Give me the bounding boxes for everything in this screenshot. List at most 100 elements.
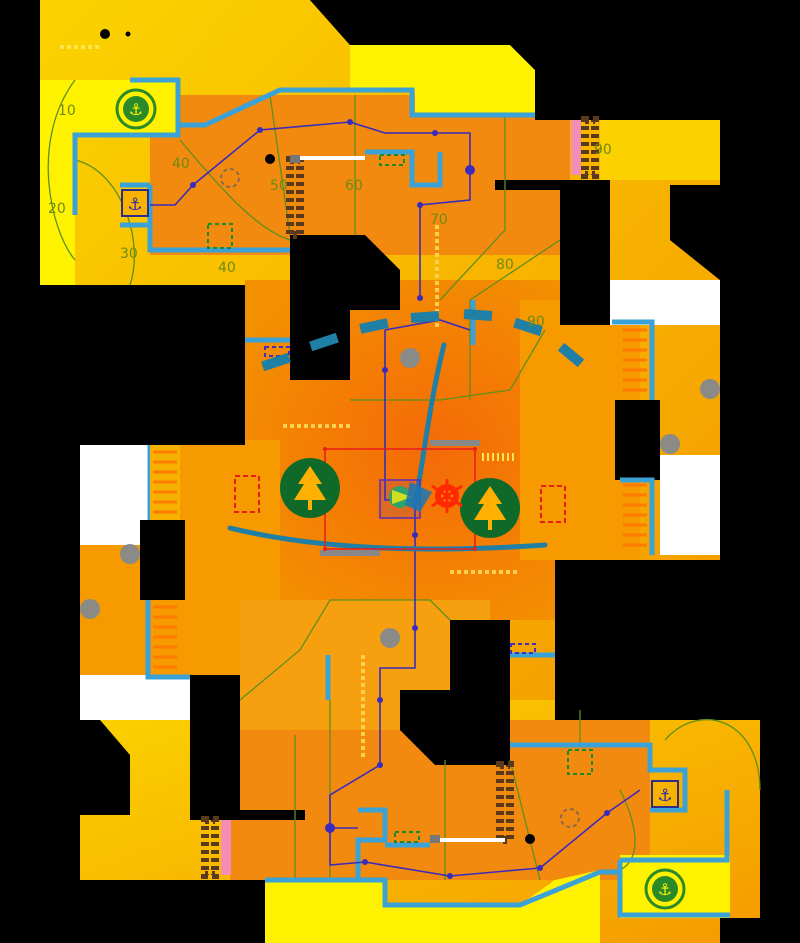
- wall-segment: [178, 87, 535, 128]
- black-dots: [100, 29, 535, 844]
- resource-node: [120, 544, 140, 564]
- spawn-marker: [207, 223, 233, 249]
- void-block: [190, 810, 305, 820]
- scout-icon[interactable]: [389, 482, 432, 512]
- target-ring: [220, 168, 240, 188]
- wall-segment: [72, 77, 181, 215]
- void-block: [400, 620, 510, 765]
- barricade: [557, 342, 585, 368]
- resource-nodes: [80, 348, 720, 648]
- blue-marker: [510, 643, 536, 654]
- void-block: [615, 400, 660, 480]
- anchor-square-icon[interactable]: ⚓: [121, 189, 149, 217]
- contours: [47, 79, 761, 881]
- contour-label: 90: [594, 142, 612, 158]
- contour-label: 10: [58, 103, 76, 119]
- crab-icon[interactable]: [431, 479, 463, 513]
- dot: [525, 834, 535, 844]
- lane-node: [325, 823, 335, 833]
- contour-label: 30: [120, 246, 138, 262]
- anchor-square-icon[interactable]: ⚓: [651, 780, 679, 808]
- contour-line: [469, 239, 561, 400]
- lane-paths: [150, 121, 641, 877]
- barricade: [410, 311, 440, 323]
- trail: [227, 525, 548, 552]
- wall-segment: [147, 185, 290, 253]
- lane-node: [417, 295, 423, 301]
- lane-node: [417, 202, 423, 208]
- gray-bar: [430, 835, 440, 843]
- lane-path: [384, 319, 471, 331]
- void-block: [80, 720, 130, 815]
- anchor-ring-icon[interactable]: ⚓: [115, 88, 157, 130]
- contour-label: 50: [270, 178, 288, 194]
- contour-label: 60: [345, 178, 363, 194]
- resource-node: [380, 628, 400, 648]
- ramp-stripes: [153, 328, 647, 669]
- objective-corners: [323, 447, 477, 551]
- void-block: [40, 285, 245, 445]
- lane-nodes: [190, 119, 610, 879]
- svg-text:⚓: ⚓: [129, 100, 143, 119]
- resource-node: [80, 599, 100, 619]
- barricades: [261, 309, 585, 372]
- spawn-marker: [567, 749, 593, 775]
- svg-text:⚓: ⚓: [127, 195, 142, 215]
- void-block: [0, 0, 80, 943]
- pine-tree-icon[interactable]: [460, 478, 520, 538]
- contour-label: 40: [172, 156, 190, 172]
- wall-segment: [355, 807, 388, 880]
- resource-node: [400, 348, 420, 368]
- lane-node: [347, 119, 353, 125]
- void-block: [140, 520, 185, 600]
- wall-segment: [365, 149, 443, 188]
- pine-tree-icon[interactable]: [280, 458, 340, 518]
- lane-path: [150, 121, 471, 300]
- lane-node: [257, 127, 263, 133]
- void-block: [310, 0, 800, 120]
- wall-segment: [265, 869, 620, 908]
- anchor-ring-icon[interactable]: ⚓: [644, 868, 686, 910]
- barricade: [513, 317, 543, 337]
- terrain: [40, 0, 760, 943]
- lane-node: [377, 697, 383, 703]
- pink-strip: [221, 820, 231, 875]
- lane-node: [412, 532, 418, 538]
- contour-line: [664, 718, 761, 791]
- void-block: [560, 180, 610, 325]
- void-block: [80, 880, 265, 943]
- resource-node: [700, 379, 720, 399]
- lane-node: [377, 762, 383, 768]
- plateau-w: [80, 445, 150, 545]
- spawn-marker: [379, 154, 405, 166]
- contour-labels: 10 20 30 40 40 50 60 70 80 90 90: [48, 103, 612, 330]
- walls: [72, 77, 730, 918]
- contour-line: [439, 115, 506, 301]
- wall-segment: [620, 790, 730, 863]
- wall-segment: [617, 860, 730, 918]
- red-objective-marker: [540, 485, 566, 523]
- ramps: [150, 116, 647, 879]
- resource-node: [660, 434, 680, 454]
- lane-node: [190, 182, 196, 188]
- contour-line: [350, 329, 546, 401]
- plateau-ne: [610, 280, 720, 325]
- highground-nw: [40, 80, 180, 285]
- plateau-sw: [80, 675, 190, 720]
- dot: [100, 29, 110, 39]
- plateau-e: [660, 455, 720, 555]
- spawn-marker: [394, 831, 420, 843]
- void-block: [190, 675, 240, 815]
- contour-label: 40: [218, 260, 236, 276]
- barricade: [359, 318, 389, 334]
- wall-segment: [620, 477, 655, 555]
- lane-node: [382, 367, 388, 373]
- lane-node: [362, 859, 368, 865]
- lane-node: [537, 865, 543, 871]
- contour-label: 80: [496, 257, 514, 273]
- contour-line: [239, 599, 451, 701]
- dot: [265, 154, 275, 164]
- contour-line: [619, 789, 636, 871]
